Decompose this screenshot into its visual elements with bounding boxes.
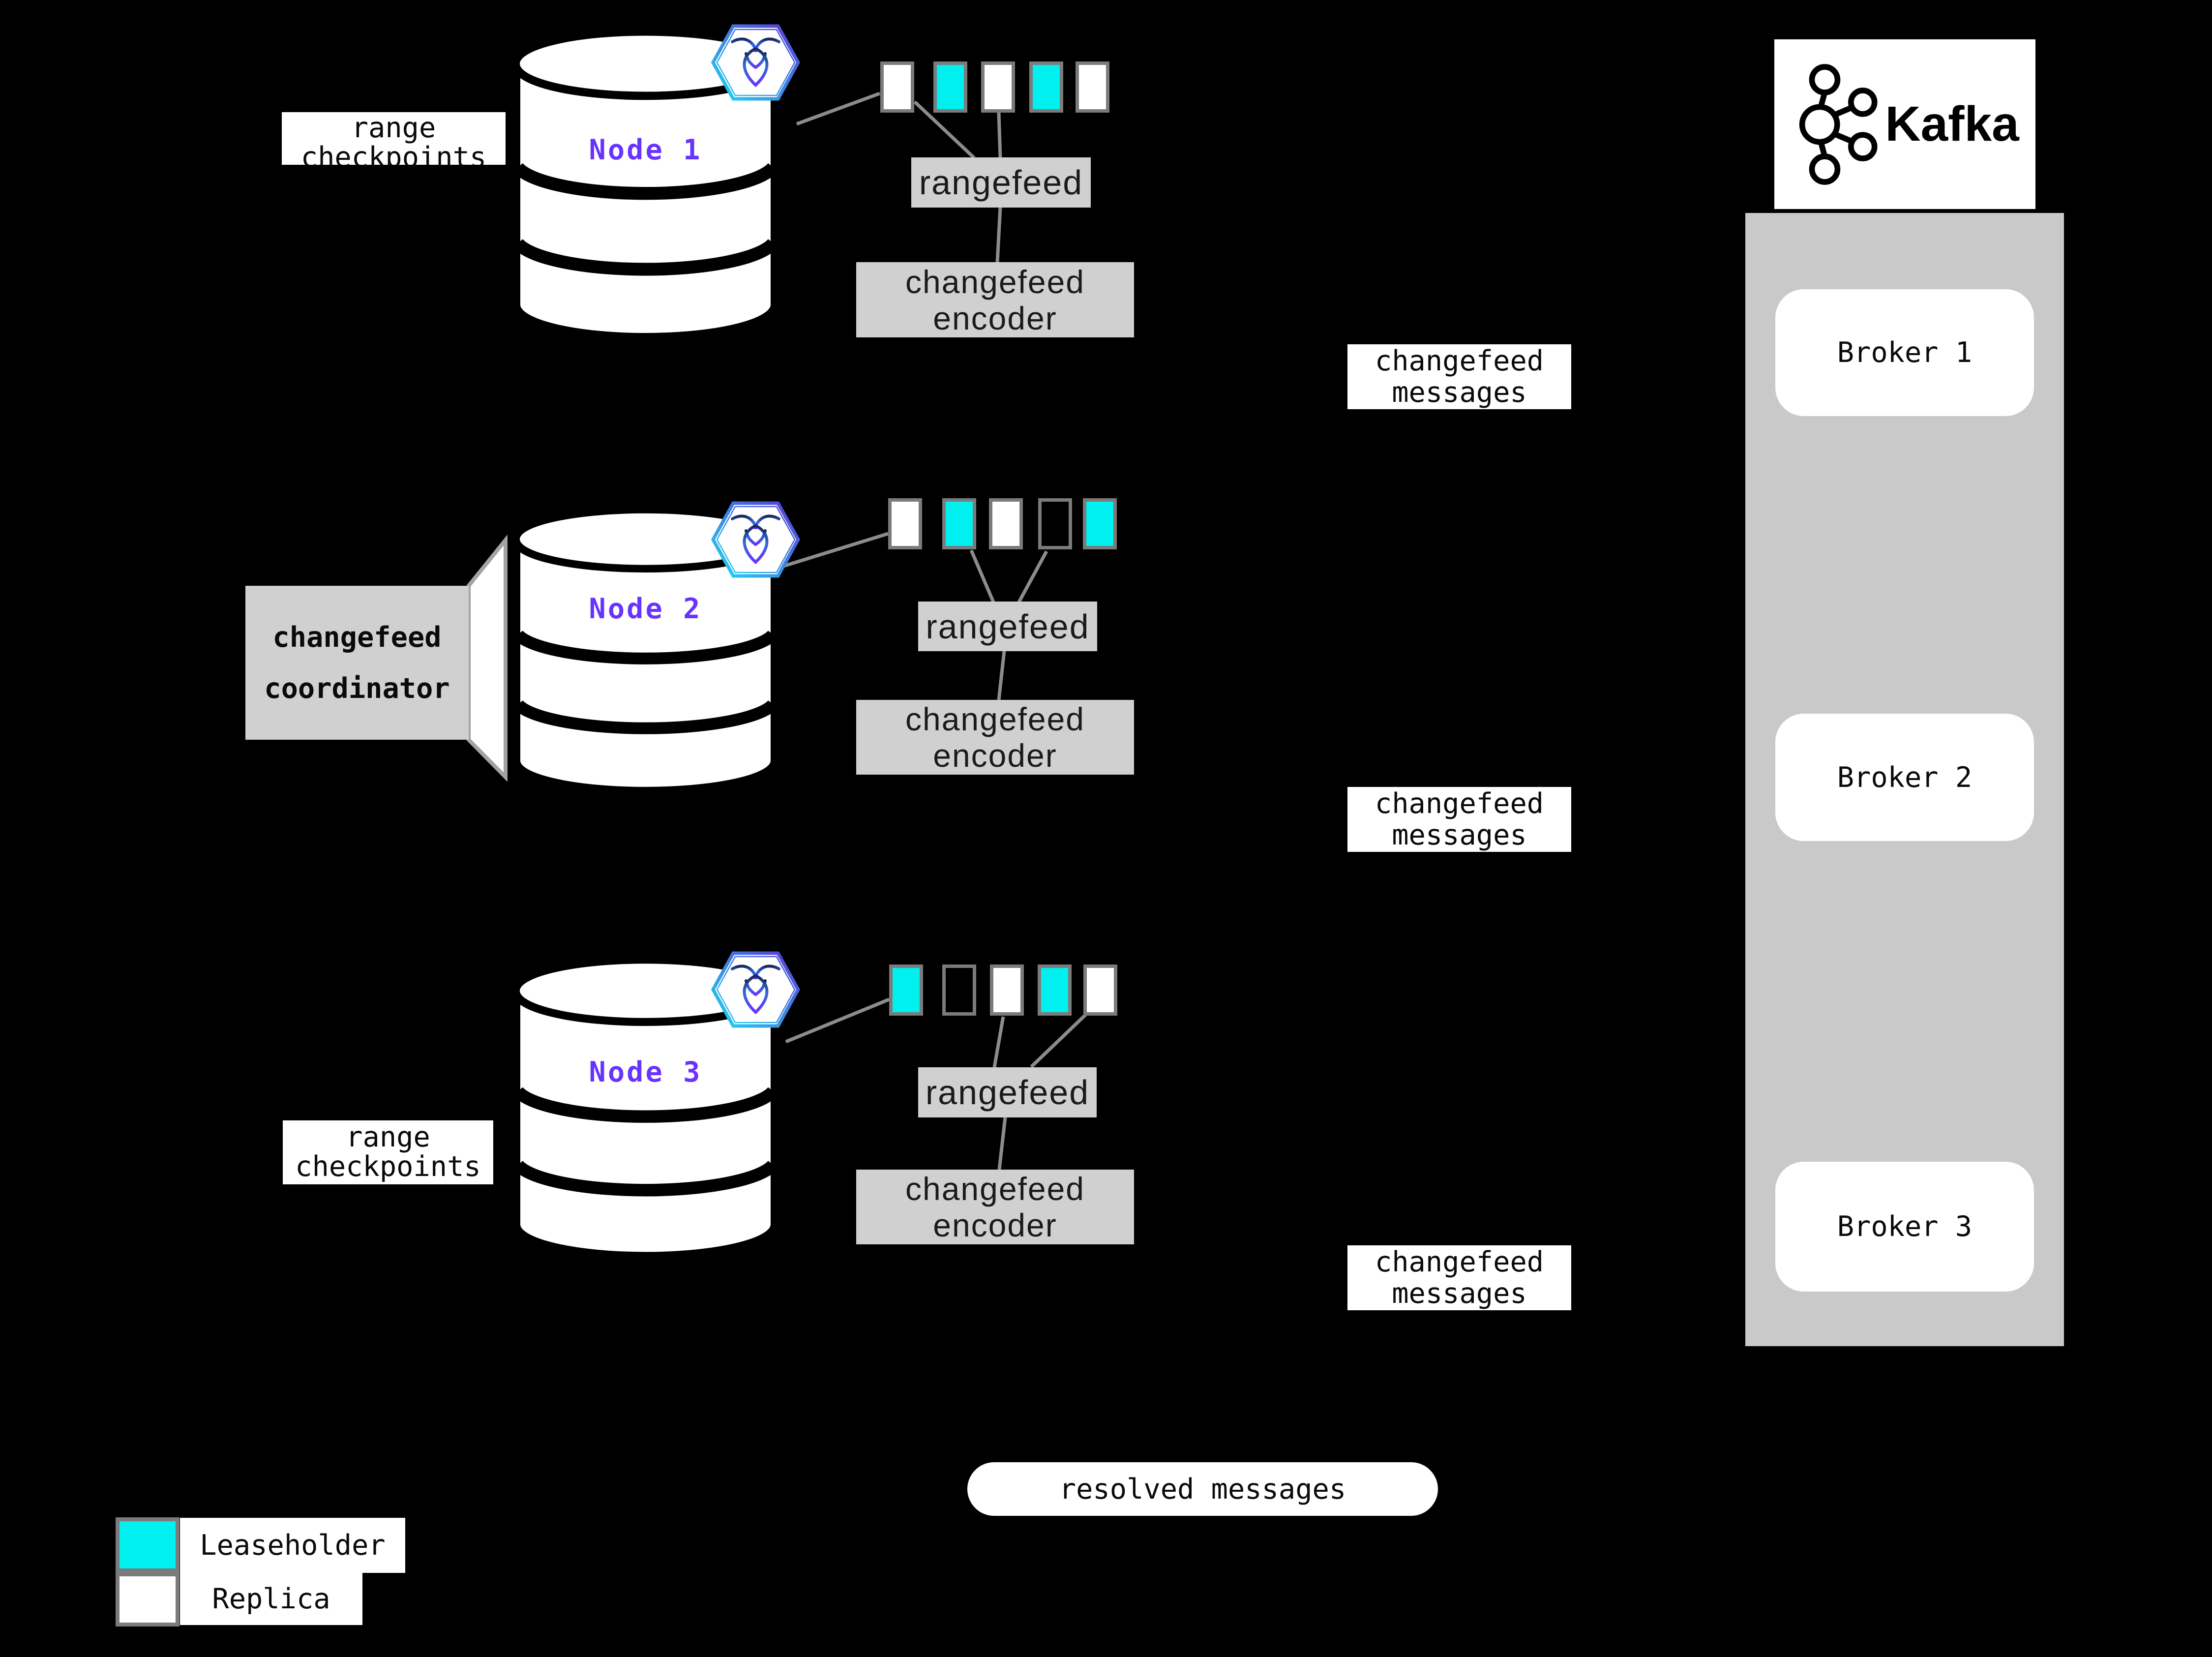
legend-leaseholder-swatch bbox=[116, 1517, 179, 1572]
range-square-replica bbox=[880, 61, 914, 113]
legend-replica-label: Replica bbox=[180, 1573, 362, 1625]
node-2-database-cylinder bbox=[515, 510, 776, 792]
legend-leaseholder-label: Leaseholder bbox=[180, 1518, 405, 1573]
broker-1-label: Broker 1 bbox=[1837, 336, 1973, 369]
node-1-label: Node 1 bbox=[589, 134, 702, 166]
node-2-label: Node 2 bbox=[589, 593, 702, 625]
range-square-leaseholder bbox=[1029, 61, 1063, 113]
range-square-replica-outline bbox=[1038, 498, 1072, 549]
node-2-changefeed-messages-label: changefeed messages bbox=[1347, 787, 1571, 852]
coordinator-pointer bbox=[467, 534, 508, 782]
node-1-range-checkpoints-label: range checkpoints bbox=[282, 112, 506, 165]
broker-2-box: Broker 2 bbox=[1775, 714, 2034, 841]
cockroachdb-logo-icon bbox=[711, 24, 801, 101]
range-square-replica bbox=[1083, 964, 1117, 1016]
node-1-changefeed-encoder-box: changefeed encoder bbox=[856, 262, 1134, 337]
range-square-replica-outline bbox=[942, 964, 976, 1016]
node-3-label: Node 3 bbox=[589, 1056, 702, 1088]
node-1-database-cylinder bbox=[515, 32, 776, 338]
range-square-replica bbox=[981, 61, 1015, 113]
range-square-leaseholder bbox=[933, 61, 967, 113]
node-3-rangefeed-box: rangefeed bbox=[918, 1067, 1097, 1117]
kafka-logo-box: Kafka bbox=[1774, 39, 2035, 209]
node-3-changefeed-encoder-box: changefeed encoder bbox=[856, 1170, 1134, 1244]
broker-1-box: Broker 1 bbox=[1775, 289, 2034, 416]
range-square-leaseholder bbox=[889, 964, 923, 1016]
kafka-logo-text: Kafka bbox=[1885, 96, 2019, 151]
node-2-rangefeed-box: rangefeed bbox=[918, 602, 1097, 651]
node-2-changefeed-encoder-box: changefeed encoder bbox=[856, 700, 1134, 775]
kafka-logo-icon bbox=[1799, 63, 1878, 185]
broker-3-box: Broker 3 bbox=[1775, 1162, 2034, 1292]
range-square-replica bbox=[1076, 61, 1109, 113]
broker-2-label: Broker 2 bbox=[1837, 761, 1973, 794]
cockroachdb-logo-icon bbox=[711, 951, 801, 1028]
range-square-replica bbox=[990, 964, 1024, 1016]
changefeed-coordinator-label: changefeed coordinator bbox=[245, 586, 469, 740]
resolved-messages-pill: resolved messages bbox=[967, 1462, 1438, 1516]
legend-replica-swatch bbox=[116, 1572, 179, 1627]
range-square-leaseholder bbox=[942, 498, 976, 549]
cockroachdb-logo-icon bbox=[711, 501, 801, 578]
range-square-replica bbox=[989, 498, 1023, 549]
node-1-rangefeed-box: rangefeed bbox=[911, 157, 1091, 208]
node-3-range-checkpoints-label: range checkpoints bbox=[283, 1120, 493, 1184]
broker-3-label: Broker 3 bbox=[1837, 1210, 1973, 1243]
node-1-changefeed-messages-label: changefeed messages bbox=[1347, 344, 1571, 409]
range-square-replica bbox=[888, 498, 922, 549]
node-3-changefeed-messages-label: changefeed messages bbox=[1347, 1245, 1571, 1310]
range-square-leaseholder bbox=[1038, 964, 1072, 1016]
range-square-leaseholder bbox=[1083, 498, 1117, 549]
